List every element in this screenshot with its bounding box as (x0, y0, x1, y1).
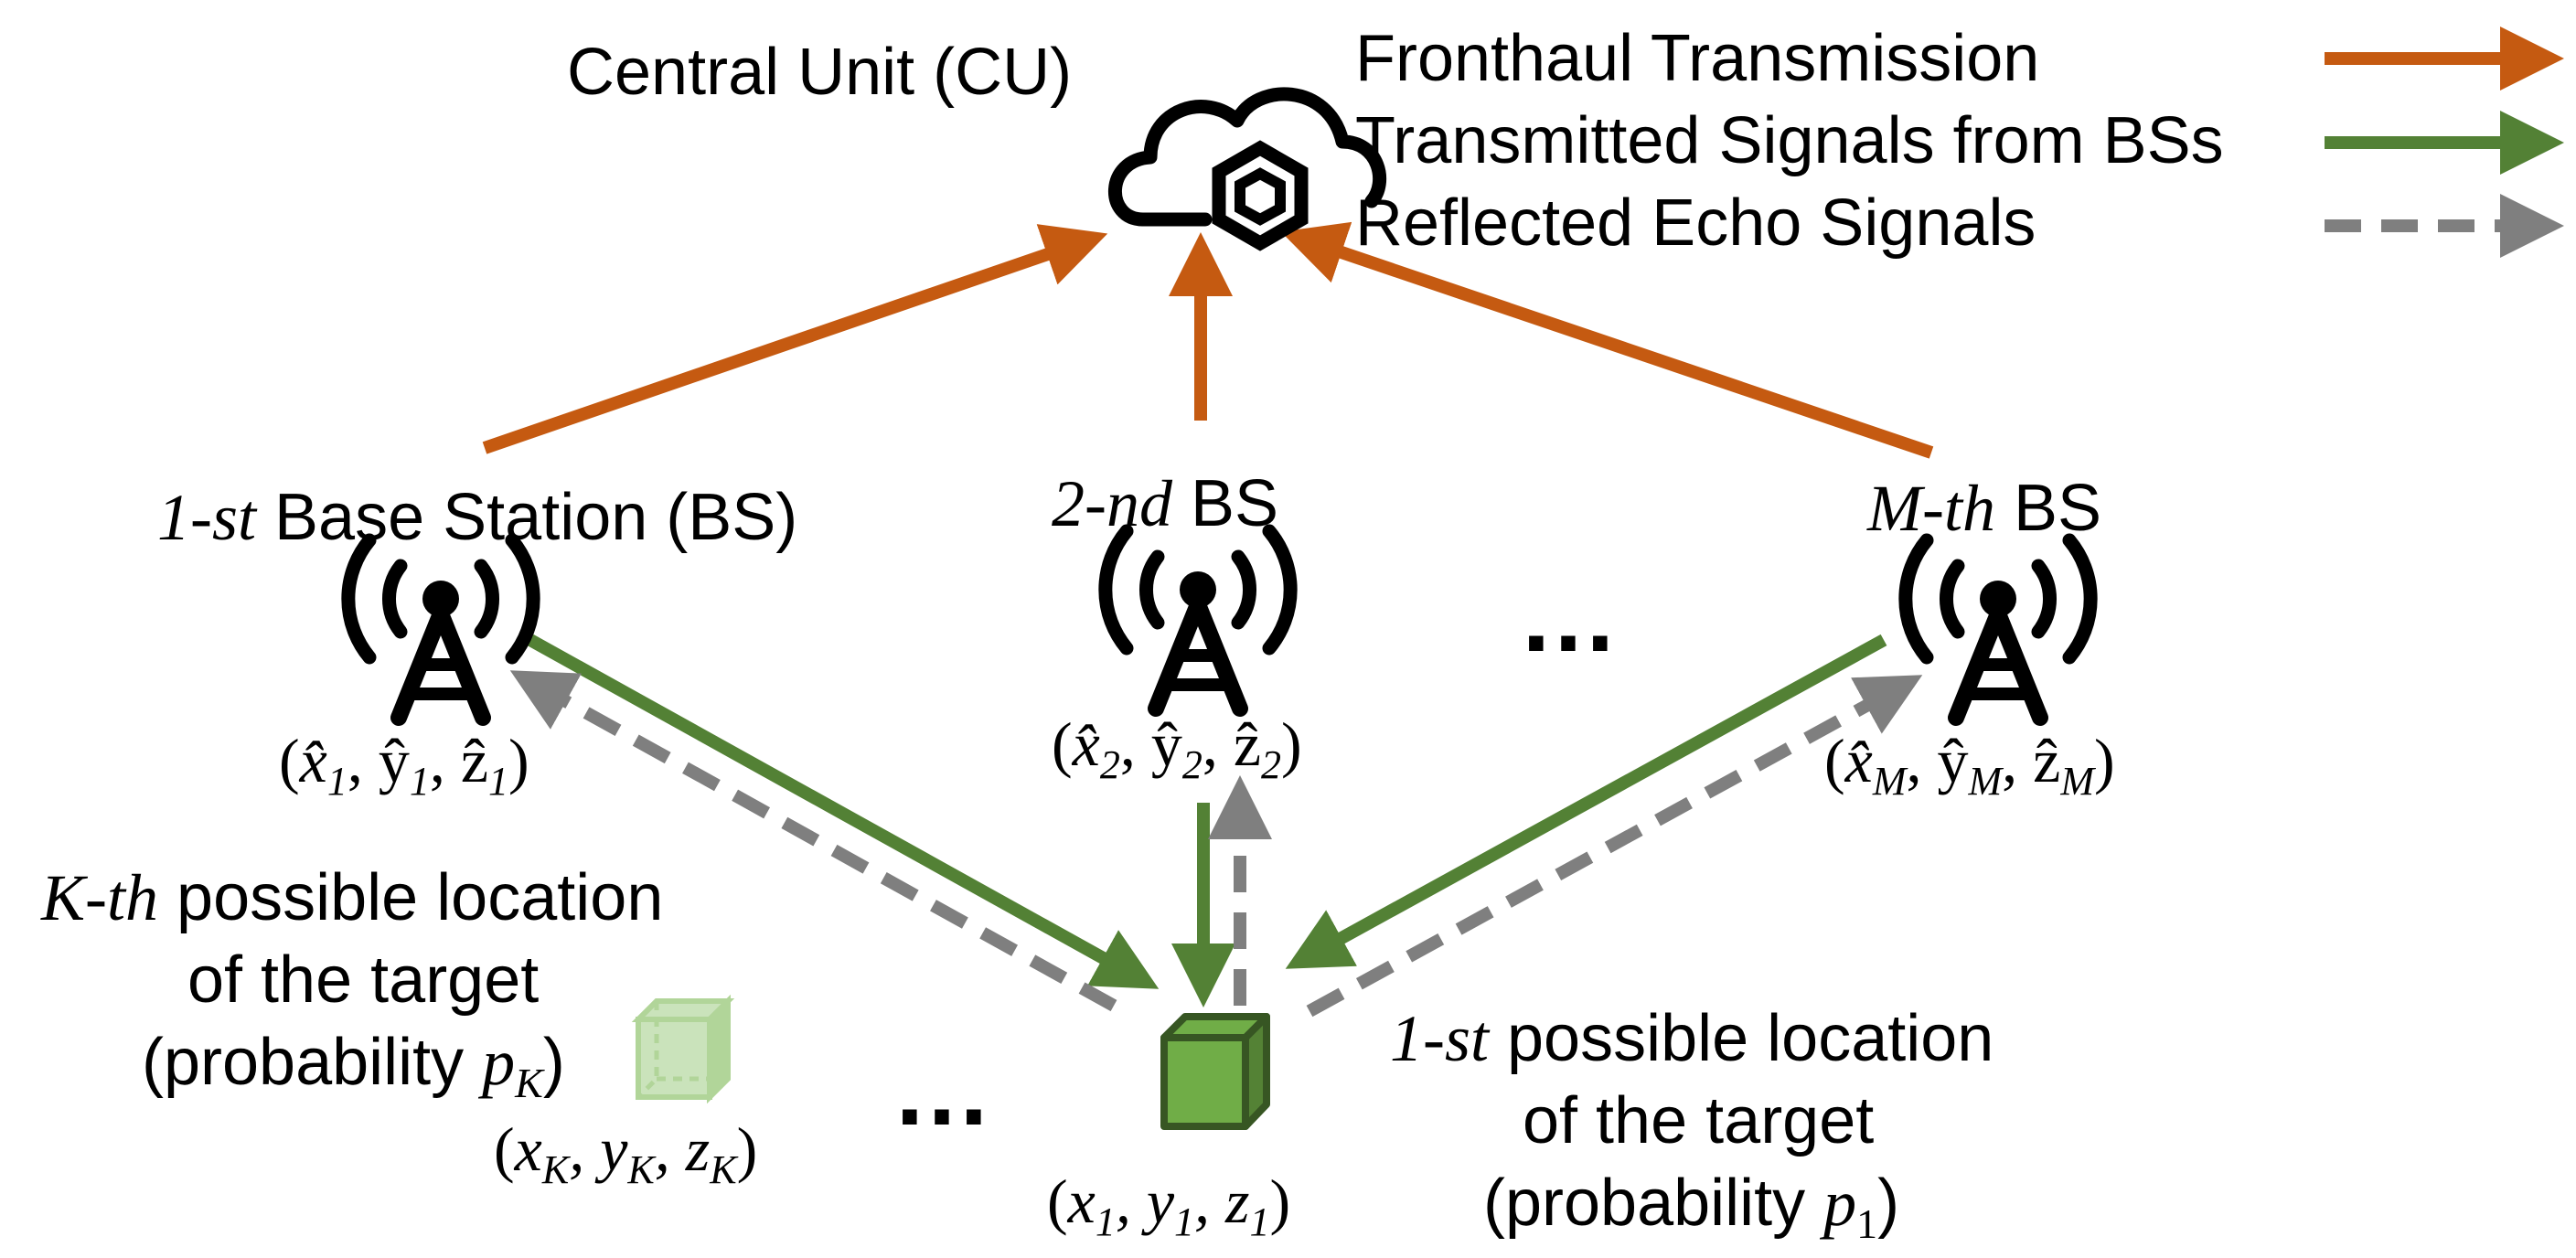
target-k-label-line3: (probability pK) (142, 1026, 565, 1106)
legend-echo-label: Reflected Echo Signals (1355, 187, 2036, 260)
bs2-label-ordinal: 2-nd (1052, 467, 1173, 540)
echo-arrows (509, 670, 1923, 1018)
echo-arrow-bsM (1306, 675, 1923, 1018)
target-k-cube-icon (631, 994, 735, 1104)
signal-arrow-bsM (1285, 634, 1887, 969)
bs1-label: 1-st Base Station (BS) (157, 481, 797, 554)
cloud-icon (1107, 87, 1386, 251)
target-1-label-line3: (probability p1) (1483, 1167, 1899, 1247)
target-1: (x1, y1, z1) 1-st possible location of t… (1047, 1002, 1993, 1247)
bs2-tower-icon (1106, 531, 1290, 709)
cu-hexagon-logo-icon (1212, 140, 1309, 251)
bs1-coordinates: (x̂1, ŷ1, ẑ1) (279, 726, 529, 804)
echo-arrow-bs1 (509, 670, 1117, 1012)
target-ellipsis: … (892, 1034, 992, 1146)
legend-signal-label: Transmitted Signals from BSs (1355, 104, 2224, 177)
bsM-tower-icon (1906, 540, 2090, 718)
bsM-label-ordinal: M-th (1866, 472, 1995, 545)
bsM-label: M-th BS (1866, 472, 2101, 545)
bs2-coordinates: (x̂2, ŷ2, ẑ2) (1052, 709, 1302, 787)
target-k-coordinates: (xK, yK, zK) (494, 1114, 757, 1192)
legend: Fronthaul Transmission Transmitted Signa… (1355, 22, 2564, 260)
target-k-label-line2: of the target (187, 944, 539, 1017)
fronthaul-arrow-bs1 (482, 224, 1108, 454)
signal-arrow-bs1 (527, 634, 1160, 989)
base-station-1: 1-st Base Station (BS) (x̂1, ŷ1, ẑ1) (157, 481, 797, 804)
cu-label: Central Unit (CU) (567, 36, 1072, 109)
bsM-label-name: BS (1995, 472, 2101, 545)
base-station-m: M-th BS (x̂M, ŷM, ẑM) (1824, 472, 2115, 804)
bs2-label: 2-nd BS (1052, 467, 1278, 540)
target-1-label-line2: of the target (1523, 1084, 1874, 1157)
target-1-label-line1: 1-st possible location (1390, 1002, 1993, 1075)
bs1-label-name: Base Station (BS) (256, 481, 797, 554)
bs1-label-ordinal: 1-st (157, 481, 258, 554)
target-k: K-th possible location of the target (pr… (40, 861, 757, 1192)
fronthaul-arrow-bsM (1280, 221, 1934, 459)
bs2-label-name: BS (1172, 467, 1278, 540)
bs-ellipsis: … (1518, 560, 1619, 673)
fronthaul-arrows (482, 221, 1934, 459)
bs1-tower-icon (348, 540, 533, 718)
target-1-cube-icon (1160, 1013, 1270, 1130)
signal-arrows (527, 634, 1887, 1007)
bsM-coordinates: (x̂M, ŷM, ẑM) (1824, 726, 2115, 804)
legend-fronthaul-label: Fronthaul Transmission (1355, 22, 2039, 95)
base-station-2: 2-nd BS (x̂2, ŷ2, ẑ2) (1052, 467, 1302, 787)
target-k-label-line1: K-th possible location (40, 861, 663, 934)
target-1-coordinates: (x1, y1, z1) (1047, 1167, 1290, 1244)
